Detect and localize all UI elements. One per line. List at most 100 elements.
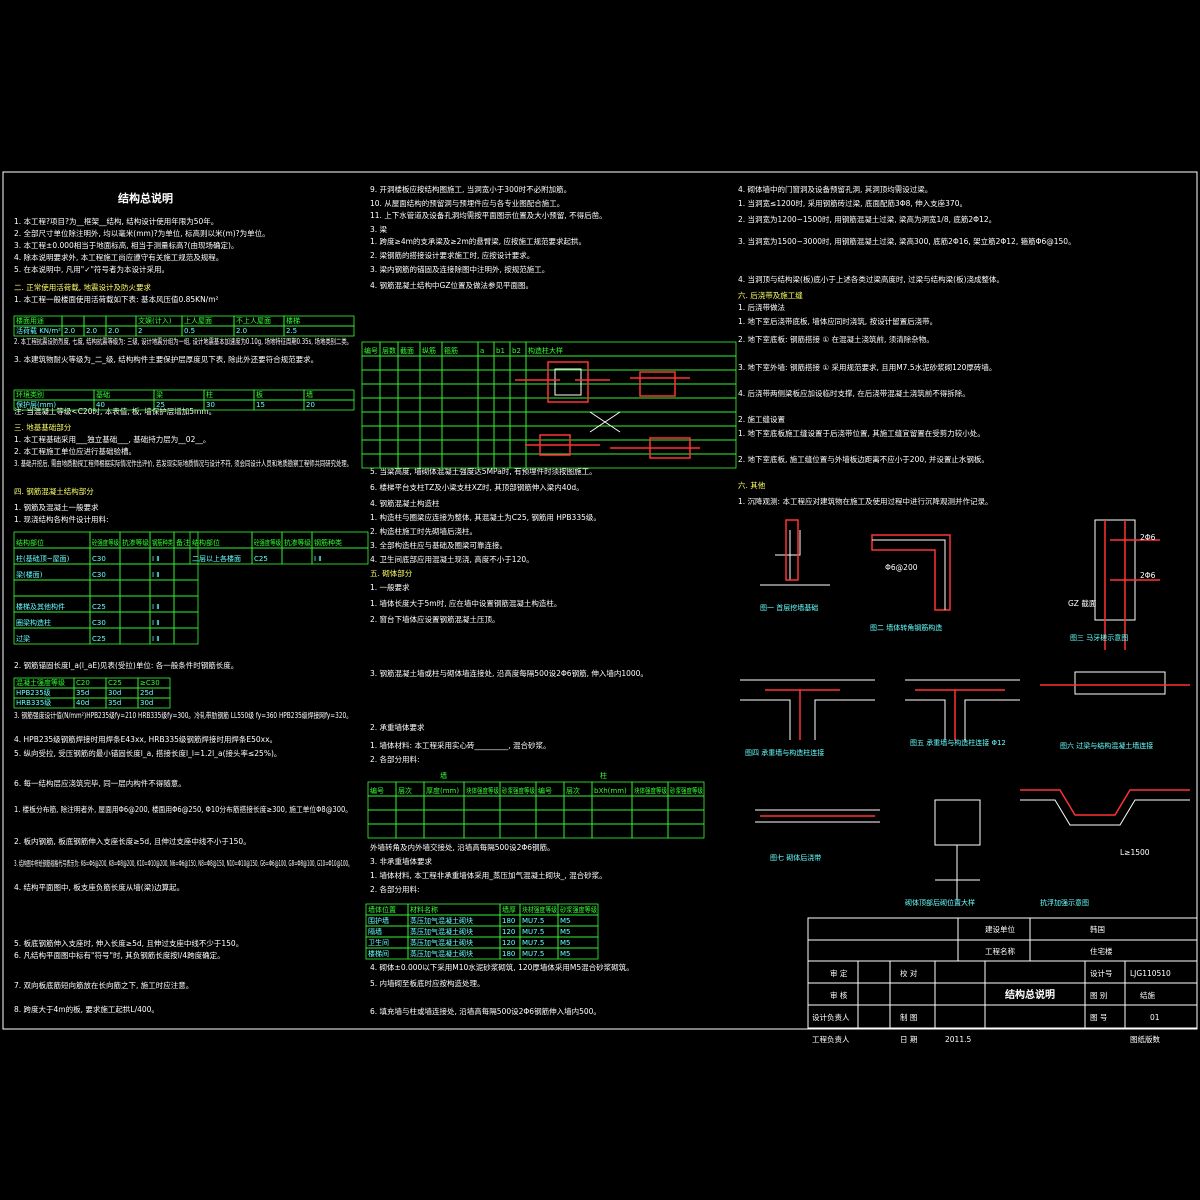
note-line: 3. 结构图中所绘钢筋规格代号表示为: K6=Φ6@200, K8=Φ8@200… <box>14 858 352 868</box>
table-cell <box>525 397 737 413</box>
table-cell-text: 不上人屋面 <box>236 316 271 325</box>
table-cell <box>463 795 501 811</box>
note-line: 注: 当混凝土等级<C20时, 本表值, 板, 墙保护层增加5mm。 <box>14 406 216 416</box>
table-cell-text: 板 <box>256 390 263 399</box>
table-cell <box>173 595 199 613</box>
note-line: 2. 构造柱施工时先砌墙后浇柱。 <box>370 526 477 536</box>
tb-unit-label: 建设单位 <box>985 924 1015 934</box>
table-cell-text: 结构部位 <box>16 538 44 547</box>
table-cell-text: 35d <box>76 689 89 697</box>
table-cell <box>441 383 479 399</box>
table-cell-text: 蒸压加气混凝土砌块 <box>410 949 473 958</box>
note-line: 2. 钢筋锚固长度l_a(l_aE)见表(受拉)单位: 各一般条件时钢筋长度。 <box>14 660 238 670</box>
note-line: 外墙转角及内外墙交接处, 沿墙高每隔500设2Φ6钢筋。 <box>370 842 555 852</box>
table-cell <box>61 315 85 327</box>
note-line: 6. 填充墙与柱或墙连接处, 沿墙高每隔500设2Φ6钢筋伸入墙内500。 <box>370 1006 601 1016</box>
table-cell <box>509 453 527 469</box>
table-cell <box>525 439 737 455</box>
table-cell-text: ≥C30 <box>140 679 160 687</box>
table-cell-text: 25 <box>156 401 165 409</box>
table-cell-text: 2.0 <box>236 327 247 335</box>
table-cell <box>13 579 91 597</box>
table-cell-text: 文娱(计入) <box>138 316 172 325</box>
table-cell-text: 180 <box>502 917 515 925</box>
table-cell <box>379 355 399 371</box>
table-cell <box>397 411 421 427</box>
fig3-gz-label: GZ 截面 <box>1068 598 1097 608</box>
tb-project-lead: 工程负责人 <box>812 1034 850 1044</box>
table-cell-text: 活荷载 KN/m² <box>16 326 61 335</box>
table-cell-text: M5 <box>560 917 571 925</box>
tb-design-lead: 设计负责人 <box>812 1012 850 1022</box>
fig6-caption: 图六 过梁与结构混凝土墙连接 <box>1060 741 1153 750</box>
table-cell <box>477 411 495 427</box>
table-cell-text: 抗渗等级 <box>122 538 149 547</box>
table-cell-text: 柱 <box>206 390 213 399</box>
table-cell-text: 环境类别 <box>16 390 44 399</box>
table-cell <box>631 823 669 839</box>
table-cell <box>463 823 501 839</box>
table-cell <box>493 453 511 469</box>
table-cell <box>367 823 397 839</box>
table-cell-text: 抗渗等级 <box>284 538 311 547</box>
table-cell <box>509 425 527 441</box>
note-line: 3. 本工程±0.000相当于地面标高, 相当于测量标高?(由现场确定)。 <box>14 240 238 250</box>
table-cell <box>89 579 121 597</box>
table-cell <box>361 397 381 413</box>
note-line: 1. 本工程一般楼面使用活荷载如下表: 基本风压值0.85KN/m² <box>14 294 219 304</box>
tb-check: 审 核 <box>830 990 848 1000</box>
table-cell <box>509 411 527 427</box>
fig3-label-a: 2Φ6 <box>1140 533 1156 542</box>
table-cell <box>397 453 421 469</box>
table-cell <box>463 809 501 825</box>
table-cell <box>509 355 527 371</box>
table-cell-text: 编号 <box>538 786 552 795</box>
table-cell-text: C25 <box>92 635 106 643</box>
table-cell-text: 块体强度等级 <box>466 786 499 795</box>
table-cell <box>441 411 479 427</box>
table-cell <box>535 809 565 825</box>
general-notes-column-2: 9. 开洞楼板应按结构图施工, 当洞宽小于300时不必附加筋。10. 从屋面结构… <box>370 184 648 1016</box>
note-line: 1. 本工程?项目?为__框架__结构, 结构设计使用年限为50年。 <box>14 216 218 226</box>
note-line: 4. 钢筋混凝土结构中GZ位置及做法参见平面图。 <box>370 280 533 290</box>
table-cell-text: 25d <box>140 689 153 697</box>
table-cell <box>119 547 151 565</box>
tb-draw: 制 图 <box>900 1012 917 1022</box>
table-cell <box>281 547 313 565</box>
table-cell <box>419 369 443 385</box>
gz-detail-drawings <box>515 361 700 459</box>
table-cell-text: 厚度(mm) <box>426 786 459 795</box>
table-cell-text: 柱(基础顶~屋面) <box>16 554 70 563</box>
fig4-caption: 图四 承重墙与构造柱连接 <box>745 748 824 757</box>
tb-sheet-type: 结施 <box>1140 990 1156 1000</box>
note-line: 2. 本工程抗震设防烈度, 七度, 结构抗震等级为: 三级, 设计地震分组为一组… <box>14 336 352 346</box>
note-line: 10. 从屋面结构的预留洞与预埋件应与各专业图配合施工。 <box>370 198 564 208</box>
fig1-caption: 图一 首层挖墙基础 <box>760 603 818 612</box>
sheet-border <box>2 171 1198 1030</box>
table-cell <box>477 355 495 371</box>
table-cell <box>441 369 479 385</box>
table-cell <box>379 369 399 385</box>
fig9-caption: 抗浮加强示意图 <box>1040 898 1089 907</box>
note-line: 1. 现浇结构各构件设计用料: <box>14 514 109 524</box>
table-cell <box>419 397 443 413</box>
table-cell-text: 墙体位置 <box>368 905 396 914</box>
table-cell <box>367 809 397 825</box>
table-cell-text: 上人屋面 <box>184 316 212 325</box>
table-cell <box>397 425 421 441</box>
table-cell-text: C30 <box>92 555 106 563</box>
detail-drawings: 图一 首层挖墙基础 Φ6@200 图二 墙体转角钢筋构造 2Φ6 2Φ6 GZ … <box>740 519 1190 907</box>
table-cell <box>493 411 511 427</box>
note-line: 1. 一般要求 <box>370 582 410 592</box>
note-line: 4. 砌体墙中的门窗洞及设备预留孔洞, 其洞顶均需设过梁。 <box>738 184 932 194</box>
note-line: 5. 纵向受拉, 受压钢筋的最小锚固长度l_a, 搭接长度l_l=1.2l_a(… <box>14 748 281 758</box>
table-cell-text: 材料名称 <box>410 905 438 914</box>
note-line: 2. 承重墙体要求 <box>370 722 425 732</box>
table-cell-text: M5 <box>560 950 571 958</box>
table-cell <box>563 795 593 811</box>
note-line: 2. 梁钢筋的搭接设计要求施工时, 应按设计要求。 <box>370 250 534 260</box>
